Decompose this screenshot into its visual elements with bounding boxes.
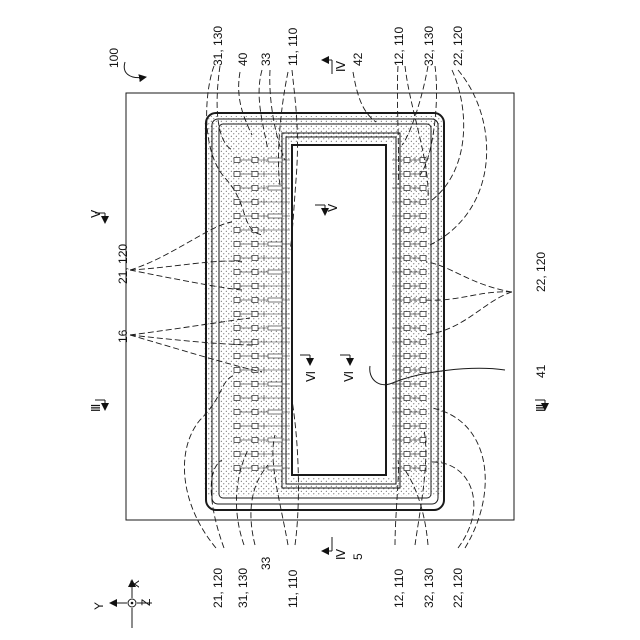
label-left-16: 16 [116, 329, 130, 343]
section-mark-iv-bottom: Ⅳ [334, 549, 348, 560]
section-mark-iv-top: Ⅳ [334, 61, 348, 72]
section-mark-v-center: Ⅴ [326, 203, 340, 212]
label-bottom-21-120: 21, 120 [211, 568, 225, 608]
section-mark-v-left: Ⅴ [89, 209, 103, 218]
axis-x-label: X [128, 580, 142, 588]
label-top-33: 33 [259, 52, 273, 66]
axis-z-label: Z [139, 599, 153, 606]
label-bottom-31-130: 31, 130 [236, 568, 250, 608]
label-right-22-120: 22, 120 [534, 252, 548, 292]
label-left-21-120: 21, 120 [116, 244, 130, 284]
ref-100-arrow [124, 62, 146, 78]
label-bottom-33: 33 [259, 556, 273, 570]
label-top-42: 42 [351, 52, 365, 66]
label-top-11-110: 11, 110 [286, 27, 300, 66]
label-top-31-130: 31, 130 [211, 26, 225, 66]
label-top-40: 40 [236, 52, 250, 66]
inner-frame-2 [286, 137, 396, 484]
substrate-outline [126, 93, 514, 520]
label-top-22-120: 22, 120 [451, 26, 465, 66]
label-bottom-32-130: 32, 130 [422, 568, 436, 608]
section-mark-iii-right: Ⅲ [534, 404, 548, 412]
section-mark-vi-right: Ⅵ [342, 371, 356, 382]
axis-y-label: Y [92, 602, 106, 610]
label-bottom-5: 5 [351, 553, 365, 560]
section-mark-vi-left: Ⅵ [304, 371, 318, 382]
label-bottom-22-120: 22, 120 [451, 568, 465, 608]
label-bottom-12-110: 12, 110 [392, 569, 406, 608]
label-bottom-11-110: 11, 110 [286, 569, 300, 608]
label-top-32-130: 32, 130 [422, 26, 436, 66]
label-top-12-110: 12, 110 [392, 27, 406, 66]
ref-100-label: 100 [107, 48, 121, 68]
label-right-41: 41 [534, 364, 548, 378]
cavity-opening [292, 145, 386, 475]
section-mark-iii-left: Ⅲ [89, 404, 103, 412]
inner-frame-3 [282, 133, 400, 488]
